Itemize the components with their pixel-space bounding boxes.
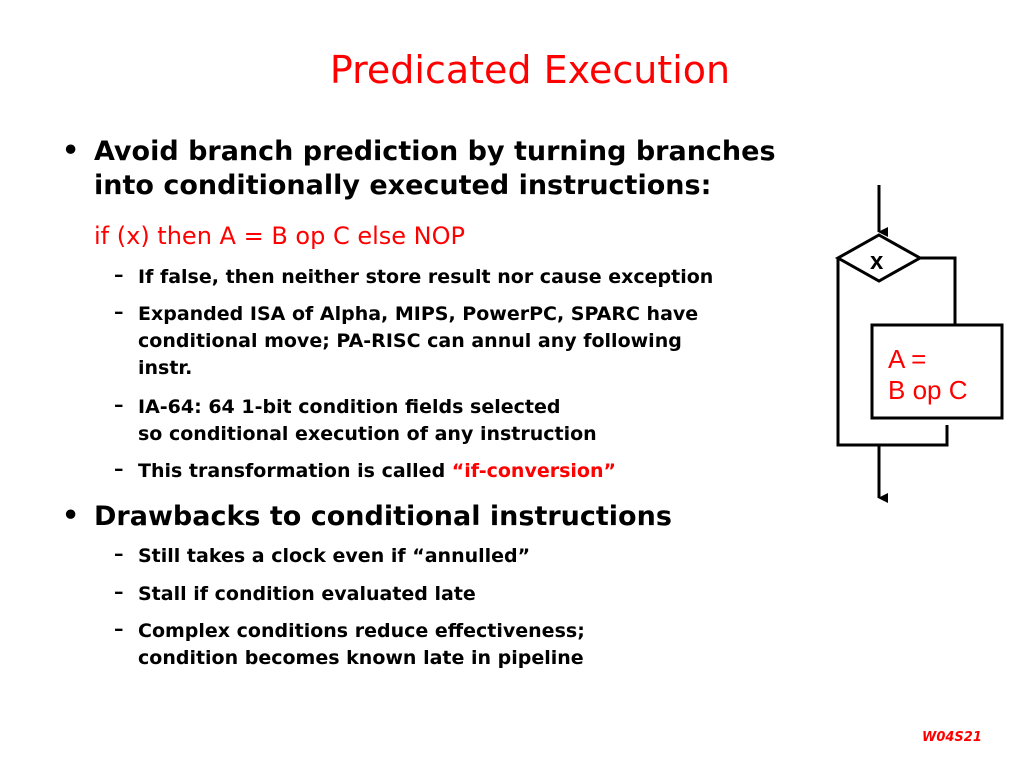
dash-marker: – xyxy=(114,264,124,286)
subitem-line: so conditional execution of any instruct… xyxy=(138,423,597,445)
bullet-text: Drawbacks to conditional instructions xyxy=(94,500,672,534)
subitem-line: If false, then neither store result nor … xyxy=(138,266,714,288)
bullet-line: Avoid branch prediction by turning branc… xyxy=(94,136,776,167)
subitem-text: If false, then neither store result nor … xyxy=(138,264,713,291)
subitem-text: Still takes a clock even if “annulled” xyxy=(138,543,530,570)
bullet-marker: • xyxy=(62,500,80,531)
subitem-line: instr. xyxy=(138,357,193,379)
decision-diamond xyxy=(834,233,924,283)
subitem-text: This transformation is called “if-conver… xyxy=(138,458,616,485)
highlight-term: “if-conversion” xyxy=(451,460,616,482)
dash-marker: – xyxy=(114,394,124,416)
dash-marker: – xyxy=(114,301,124,323)
decision-label: x xyxy=(870,248,884,275)
subitem-line: Stall if condition evaluated late xyxy=(138,583,476,605)
operation-line: B op C xyxy=(888,375,968,405)
subitem-text: Expanded ISA of Alpha, MIPS, PowerPC, SP… xyxy=(138,301,698,382)
bullet-text: Avoid branch prediction by turning branc… xyxy=(94,135,776,203)
subitem-line: condition becomes known late in pipeline xyxy=(138,647,584,669)
subitem-line: conditional move; PA-RISC can annul any … xyxy=(138,330,682,352)
subitem-line: Still takes a clock even if “annulled” xyxy=(138,545,531,567)
false-path xyxy=(836,258,949,447)
subitem-prefix: This transformation is called xyxy=(138,460,452,482)
subitem-text: Stall if condition evaluated late xyxy=(138,581,476,608)
subitem-text: Complex conditions reduce effectiveness;… xyxy=(138,618,585,672)
subitem-line: Expanded ISA of Alpha, MIPS, PowerPC, SP… xyxy=(138,303,699,325)
bullet-line: into conditionally executed instructions… xyxy=(94,170,712,201)
dash-marker: – xyxy=(114,458,124,480)
subitem-text: IA-64: 64 1-bit condition fields selecte… xyxy=(138,394,597,448)
subitem-line: IA-64: 64 1-bit condition fields selecte… xyxy=(138,396,561,418)
operation-text: A = B op C xyxy=(888,344,968,406)
true-path xyxy=(920,256,957,325)
operation-line: A = xyxy=(888,344,927,374)
operation-box xyxy=(870,323,1004,420)
slide-title: Predicated Execution xyxy=(329,48,731,92)
code-example: if (x) then A = B op C else NOP xyxy=(94,222,465,250)
bullet-line: Drawbacks to conditional instructions xyxy=(94,501,672,532)
subitem-line: Complex conditions reduce effectiveness; xyxy=(138,620,585,642)
dash-marker: – xyxy=(114,581,124,603)
bullet-marker: • xyxy=(62,135,80,166)
slide-number: W04S21 xyxy=(922,730,982,745)
dash-marker: – xyxy=(114,618,124,640)
dash-marker: – xyxy=(114,543,124,565)
